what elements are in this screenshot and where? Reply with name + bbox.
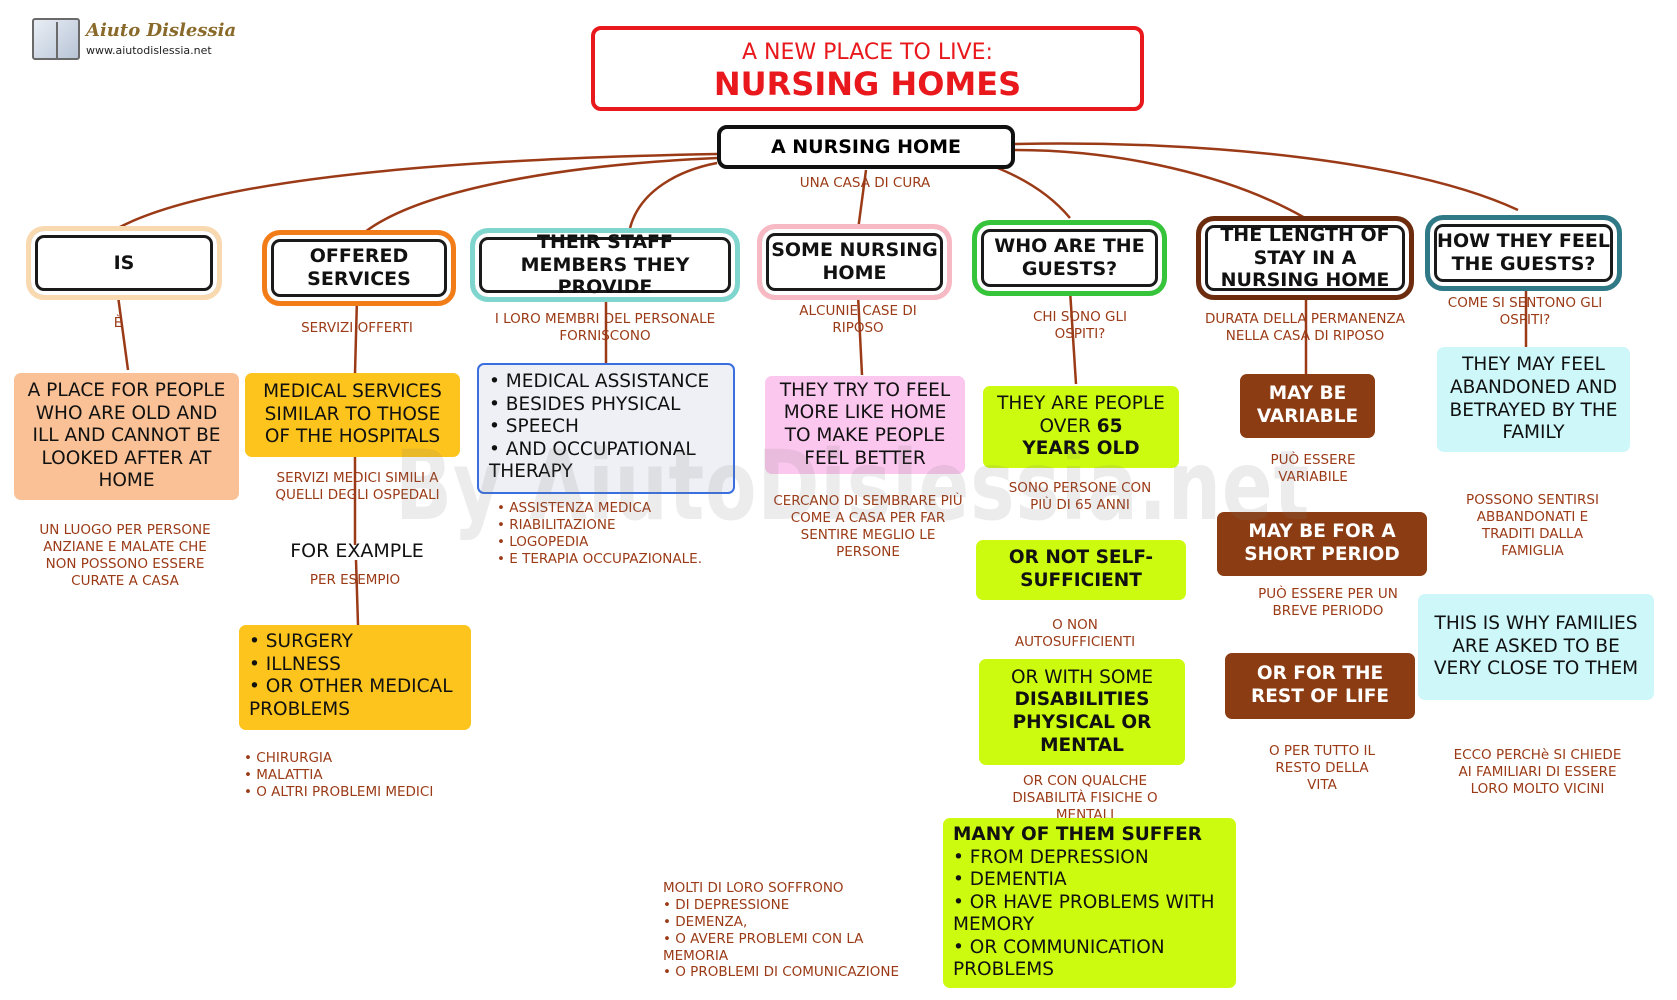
guests-box-suffer: MANY OF THEM SUFFER FROM DEPRESSION DEME… (943, 818, 1236, 988)
guests-suffer-translation: MOLTI DI LORO SOFFRONO DI DEPRESSIONE DE… (663, 880, 923, 981)
list-item: ILLNESS (249, 654, 461, 677)
list-item: FROM DEPRESSION (953, 847, 1226, 870)
list-item: RIABILITAZIONE (497, 517, 737, 534)
for-example-translation: PER ESEMPIO (309, 572, 401, 588)
some-box: THEY TRY TO FEEL MORE LIKE HOME TO MAKE … (765, 376, 965, 474)
category-how-they-feel: HOW THEY FEEL THE GUESTS? (1425, 215, 1622, 291)
list-item: SURGERY (249, 631, 461, 654)
category-is-label: IS (113, 251, 135, 274)
category-length-label: THE LENGTH OF STAY IN A NURSING HOME (1220, 223, 1390, 292)
services-examples-translation: CHIRURGIA MALATTIA O ALTRI PROBLEMI MEDI… (244, 750, 474, 801)
list-item: O ALTRI PROBLEMI MEDICI (244, 784, 474, 801)
guests-age-translation: SONO PERSONE CON PIÙ DI 65 ANNI (1008, 480, 1152, 513)
guests-box-disabilities: OR WITH SOME DISABILITIES PHYSICAL OR ME… (979, 659, 1185, 765)
category-feel-label: HOW THEY FEEL THE GUESTS? (1437, 230, 1610, 275)
watermark: By AiutoDislessia.net (395, 430, 1311, 542)
staff-translation-items: ASSISTENZA MEDICA RIABILITAZIONE LOGOPED… (497, 500, 737, 568)
services-box: MEDICAL SERVICES SIMILAR TO THOSE OF THE… (245, 373, 460, 457)
list-item: DEMENTIA (953, 869, 1226, 892)
category-some-nursing-home: SOME NURSING HOME (757, 224, 952, 300)
guests-disabilities-translation: OR CON QUALCHE DISABILITÀ FISICHE O MENT… (1012, 773, 1158, 823)
category-offered-services: OFFERED SERVICES (262, 230, 456, 306)
logo: Aiuto Dislessia www.aiutodislessia.net (32, 18, 236, 62)
services-examples-box: SURGERY ILLNESS OR OTHER MEDICAL PROBLEM… (239, 625, 471, 730)
root-node: A NURSING HOME (717, 125, 1015, 169)
feel-box-abandoned: THEY MAY FEEL ABANDONED AND BETRAYED BY … (1437, 347, 1630, 452)
some-box-translation: CERCANO DI SEMBRARE PIÙ COME A CASA PER … (773, 493, 963, 560)
is-box: A PLACE FOR PEOPLE WHO ARE OLD AND ILL A… (14, 373, 239, 500)
list-item: ASSISTENZA MEDICA (497, 500, 737, 517)
feel-box-families: THIS IS WHY FAMILIES ARE ASKED TO BE VER… (1418, 594, 1654, 700)
list-item: DI DEPRESSIONE (663, 897, 923, 914)
page-title: A NEW PLACE TO LIVE: NURSING HOMES (591, 26, 1144, 111)
is-translation: È (113, 315, 123, 331)
logo-url: www.aiutodislessia.net (86, 44, 212, 57)
category-staff: THEIR STAFF MEMBERS THEY PROVIDE (470, 228, 740, 302)
list-item: SPEECH (489, 416, 723, 439)
title-line-1: A NEW PLACE TO LIVE: (742, 40, 993, 65)
list-item: E TERAPIA OCCUPAZIONALE. (497, 551, 737, 568)
length-translation: DURATA DELLA PERMANENZA NELLA CASA DI RI… (1205, 311, 1405, 344)
guests-box-age: THEY ARE PEOPLE OVER 65 YEARS OLD (983, 386, 1179, 468)
list-item: AND OCCUPATIONAL THERAPY (489, 439, 723, 484)
guests-suffer-translation-list: DI DEPRESSIONE DEMENZA, O AVERE PROBLEMI… (663, 897, 923, 981)
list-item: OR HAVE PROBLEMS WITH MEMORY (953, 892, 1226, 937)
category-services-label: OFFERED SERVICES (307, 245, 411, 290)
category-who-are-guests: WHO ARE THE GUESTS? (972, 220, 1167, 296)
guests-suffer-translation-head: MOLTI DI LORO SOFFRONO (663, 880, 844, 896)
guests-disabilities-bold: DISABILITIES PHYSICAL OR MENTAL (1012, 689, 1152, 756)
guests-translation: CHI SONO GLI OSPITI? (1032, 309, 1128, 342)
length-variable-translation: PUÒ ESSERE VARIABILE (1270, 452, 1356, 485)
list-item: MEDICAL ASSISTANCE (489, 371, 723, 394)
title-line-2: NURSING HOMES (713, 65, 1022, 103)
category-length-of-stay: THE LENGTH OF STAY IN A NURSING HOME (1196, 216, 1414, 300)
list-item: OR COMMUNICATION PROBLEMS (953, 937, 1226, 982)
staff-list: MEDICAL ASSISTANCE BESIDES PHYSICAL SPEE… (489, 371, 723, 484)
for-example-label: FOR EXAMPLE (290, 540, 424, 562)
guests-suffer-head: MANY OF THEM SUFFER (953, 824, 1202, 845)
length-box-short: MAY BE FOR A SHORT PERIOD (1217, 512, 1427, 576)
services-translation: SERVIZI OFFERTI (301, 320, 413, 336)
guests-age-number: 65 (1096, 415, 1123, 437)
guests-suffer-list: FROM DEPRESSION DEMENTIA OR HAVE PROBLEM… (953, 847, 1226, 982)
length-short-translation: PUÒ ESSERE PER UN BREVE PERIODO (1258, 586, 1398, 619)
is-box-translation: UN LUOGO PER PERSONE ANZIANE E MALATE CH… (39, 522, 211, 589)
list-item: OR OTHER MEDICAL PROBLEMS (249, 676, 461, 721)
category-guests-label: WHO ARE THE GUESTS? (994, 235, 1145, 280)
list-item: LOGOPEDIA (497, 534, 737, 551)
list-item: O AVERE PROBLEMI CON LA MEMORIA (663, 931, 923, 965)
list-item: MALATTIA (244, 767, 474, 784)
guests-disabilities-pre: OR WITH SOME (1010, 666, 1154, 688)
list-item: DEMENZA, (663, 914, 923, 931)
root-translation: UNA CASA DI CURA (799, 175, 931, 191)
feel-families-translation: ECCO PERCHè SI CHIEDE AI FAMILIARI DI ES… (1453, 747, 1622, 797)
length-box-variable: MAY BE VARIABLE (1240, 374, 1375, 438)
guests-age-line-1: THEY ARE PEOPLE OVER 65 (993, 393, 1169, 438)
staff-box: MEDICAL ASSISTANCE BESIDES PHYSICAL SPEE… (477, 363, 735, 494)
services-box-translation: SERVIZI MEDICI SIMILI A QUELLI DEGLI OSP… (275, 470, 440, 503)
list-item: BESIDES PHYSICAL (489, 394, 723, 417)
staff-translation-list: ASSISTENZA MEDICA RIABILITAZIONE LOGOPED… (497, 500, 737, 568)
length-box-rest-of-life: OR FOR THE REST OF LIFE (1225, 653, 1415, 719)
category-some-label: SOME NURSING HOME (771, 239, 938, 284)
some-translation: ALCUNIE CASE DI RIPOSO (799, 303, 917, 336)
list-item: CHIRURGIA (244, 750, 474, 767)
staff-translation: I LORO MEMBRI DEL PERSONALE FORNISCONO (494, 311, 716, 344)
category-staff-label: THEIR STAFF MEMBERS THEY PROVIDE (520, 230, 690, 299)
services-examples-list: SURGERY ILLNESS OR OTHER MEDICAL PROBLEM… (249, 631, 461, 721)
feel-translation: COME SI SENTONO GLI OSPITI? (1447, 295, 1603, 328)
guests-age-line-2: YEARS OLD (1022, 438, 1140, 460)
guests-self-sufficient-translation: O NON AUTOSUFFICIENTI (1014, 617, 1136, 650)
guests-box-self-sufficient: OR NOT SELF-SUFFICIENT (976, 540, 1186, 600)
services-examples-translation-list: CHIRURGIA MALATTIA O ALTRI PROBLEMI MEDI… (244, 750, 474, 801)
feel-abandoned-translation: POSSONO SENTIRSI ABBANDONATI E TRADITI D… (1466, 492, 1599, 559)
book-icon (32, 18, 80, 60)
list-item: O PROBLEMI DI COMUNICAZIONE (663, 964, 923, 981)
guests-age-text: THEY ARE PEOPLE OVER (997, 393, 1165, 437)
logo-title: Aiuto Dislessia (86, 20, 237, 41)
category-is: IS (26, 226, 222, 300)
length-rest-translation: O PER TUTTO IL RESTO DELLA VITA (1268, 743, 1376, 793)
